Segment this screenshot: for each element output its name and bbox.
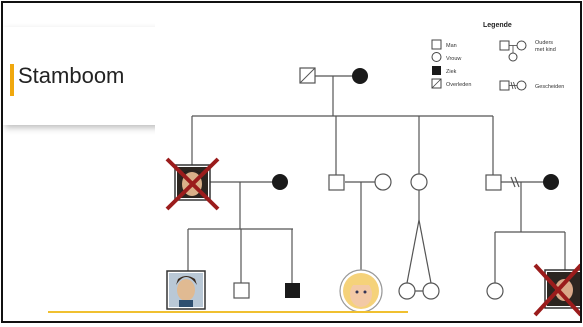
cousin-affected-square: [285, 283, 300, 298]
aunt-affected-circle: [272, 174, 288, 190]
grandmother-affected-circle: [352, 68, 368, 84]
legend-deceased-label: Overleden: [446, 82, 471, 88]
legend-affected-icon: [432, 66, 441, 75]
patient-face-icon: [343, 273, 379, 309]
title-accent-bar: [10, 64, 14, 96]
half-brother-face-icon: [547, 272, 581, 306]
pedigree-diagram: Legende Man Vrouw Ziek Overleden Ouders …: [155, 15, 583, 322]
frame-border-top: [1, 1, 582, 3]
deceased-slash: [299, 67, 316, 84]
legend: Legende Man Vrouw Ziek Overleden Ouders …: [431, 22, 564, 91]
legend-divorced-label: Gescheiden: [535, 84, 564, 90]
cousin-face-icon: [169, 273, 203, 307]
uncle-square: [485, 174, 502, 191]
frame-border-right: [580, 1, 582, 323]
legend-divorced-icon: [499, 80, 510, 91]
twin-circle-2: [422, 282, 440, 300]
legend-woman-label: Vrouw: [446, 56, 461, 62]
twin-circle-1: [398, 282, 416, 300]
frame-border-bottom: [1, 321, 582, 323]
slide-title: Stamboom: [18, 63, 125, 88]
frame-border-left: [1, 1, 3, 323]
ex-wife-affected-circle: [543, 174, 559, 190]
title-card: [3, 27, 161, 125]
legend-affected-label: Ziek: [446, 69, 457, 75]
cousin-square: [233, 282, 250, 299]
father-square: [328, 174, 345, 191]
legend-parents-icon: [499, 40, 510, 51]
legend-parents-label-1: Ouders: [535, 40, 553, 46]
legend-woman-icon: [431, 52, 442, 62]
legend-parents-label-2: met kind: [535, 47, 556, 53]
legend-man-label: Man: [446, 43, 457, 49]
half-sister-circle: [486, 282, 504, 300]
aunt-circle: [410, 173, 428, 191]
legend-man-icon: [431, 39, 442, 50]
legend-title: Legende: [483, 22, 512, 29]
pedigree-svg: Legende Man Vrouw Ziek Overleden Ouders …: [165, 22, 583, 317]
footer-accent-line: [48, 311, 408, 313]
mother-circle: [374, 173, 392, 191]
